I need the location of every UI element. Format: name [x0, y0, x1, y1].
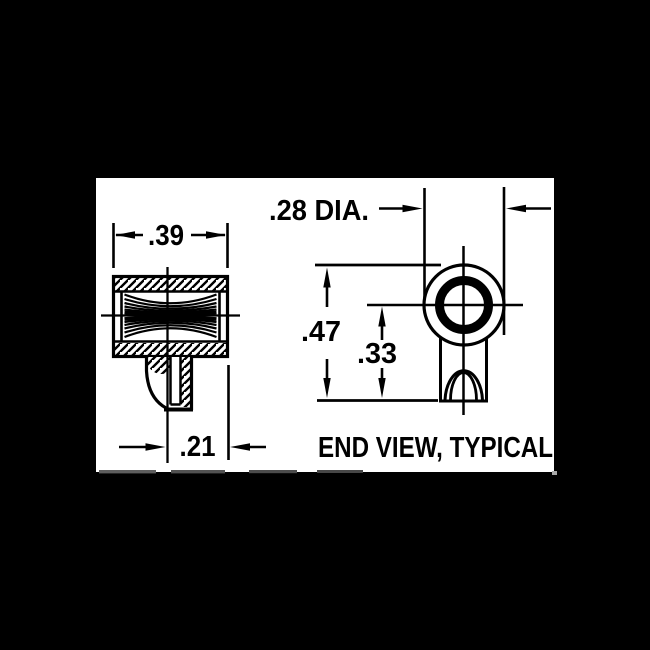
- bottom-hatch-band: [115, 343, 226, 356]
- dim-47-label: .47: [301, 316, 341, 348]
- dim-47-arrow-down: [323, 378, 331, 398]
- dim-21-arrow-right: [230, 443, 250, 451]
- dim-21: [119, 365, 266, 460]
- end-view: .28 DIA.: [269, 187, 553, 464]
- dim-39-label: .39: [148, 220, 184, 252]
- end-view-caption: END VIEW, TYPICAL: [318, 432, 553, 464]
- top-hatch-band: [115, 278, 226, 291]
- louver-spring-curves: [124, 293, 217, 339]
- dim-28-dia-label: .28 DIA.: [269, 195, 369, 227]
- dim-39-arrow-left: [115, 231, 135, 239]
- solder-tail: [144, 356, 194, 412]
- dim-28-arrow-left: [506, 204, 526, 213]
- side-view: .39: [101, 220, 266, 463]
- dim-47-arrow-up: [323, 267, 331, 288]
- dim-39-arrow-right: [206, 231, 226, 239]
- tail-wall-hatch: [181, 357, 191, 407]
- dim-21-arrow-left: [145, 443, 166, 451]
- dim-28-arrow-right: [402, 204, 423, 213]
- tail-fillet-hatch: [147, 357, 170, 374]
- dim-33-label: .33: [357, 338, 397, 370]
- dim-33-arrow-down: [378, 378, 386, 398]
- dim-21-label: .21: [180, 431, 216, 463]
- dim-33-arrow-up: [378, 306, 386, 327]
- scan-noise-marks: [99, 470, 557, 475]
